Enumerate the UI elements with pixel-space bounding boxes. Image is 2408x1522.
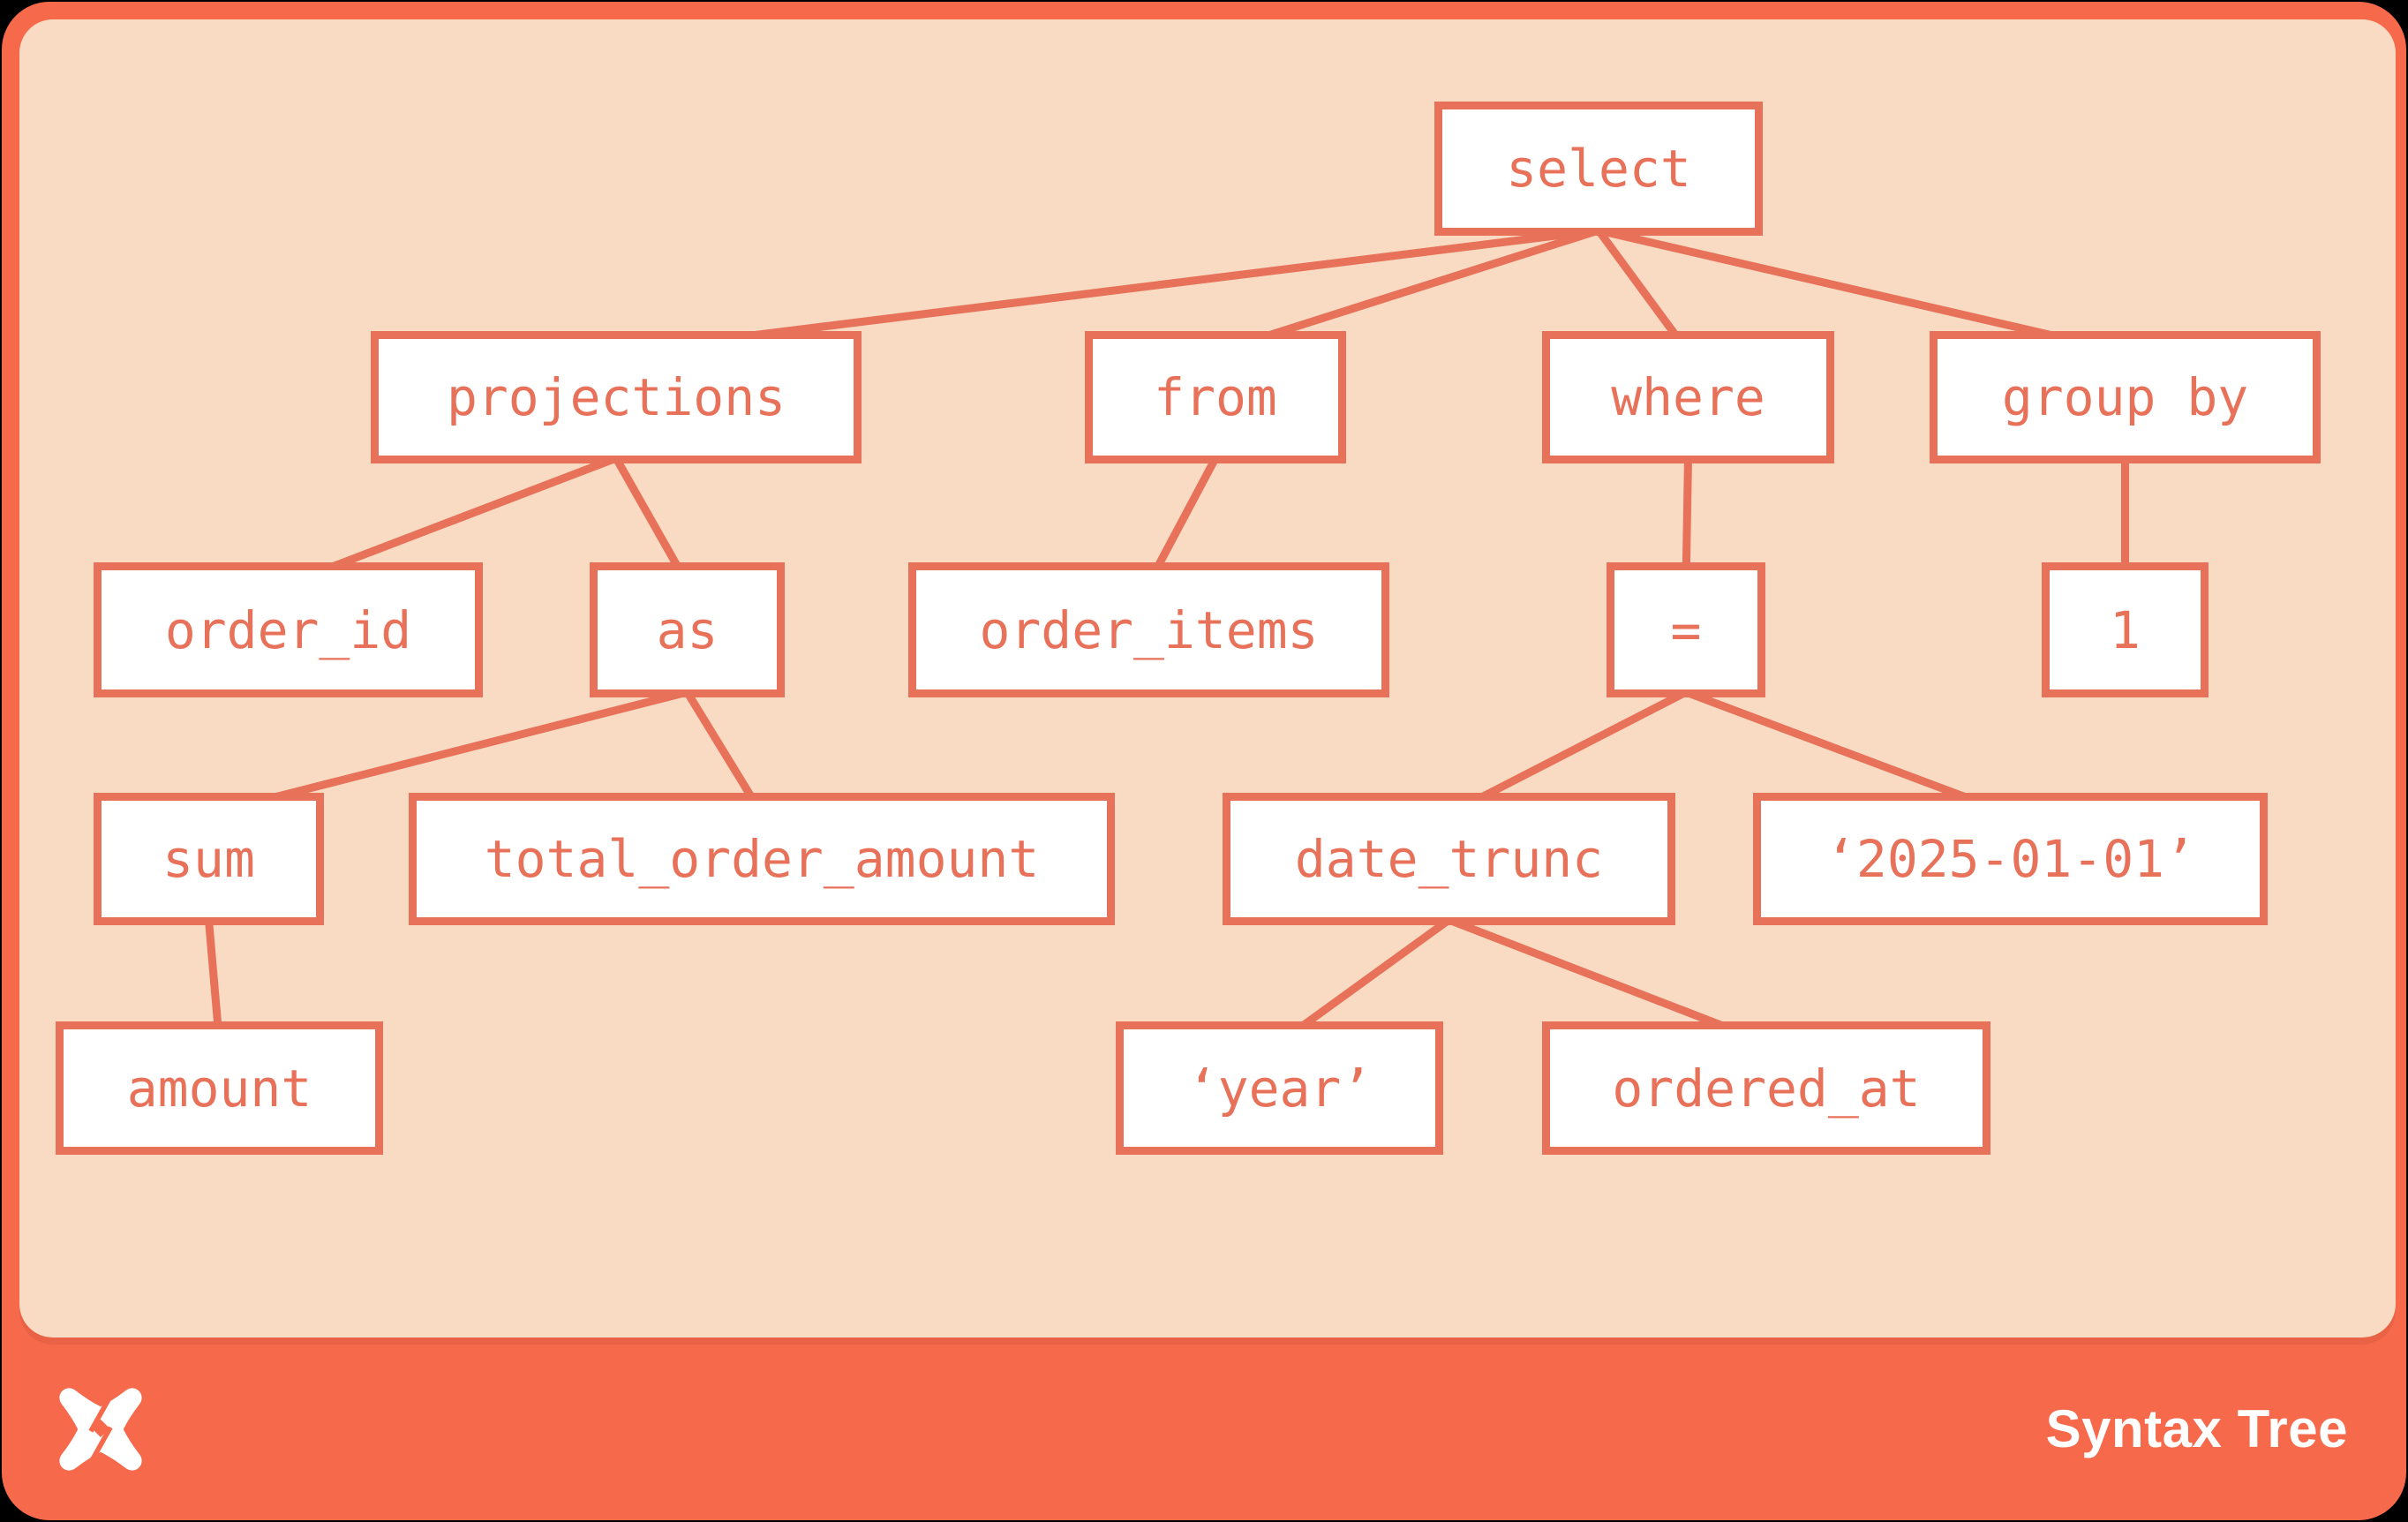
tree-node-one: 1 xyxy=(2042,562,2209,697)
tree-node-amount: amount xyxy=(56,1021,383,1155)
tree-node-date_literal: ‘2025-01-01’ xyxy=(1753,793,2268,925)
footer-bar: Syntax Tree xyxy=(2,1337,2406,1520)
tree-node-eq: = xyxy=(1607,562,1765,697)
tree-node-as: as xyxy=(590,562,785,697)
tree-node-order_id: order_id xyxy=(94,562,483,697)
tree-node-from: from xyxy=(1085,331,1346,463)
tree-node-where: where xyxy=(1542,331,1834,463)
tree-node-select: select xyxy=(1434,102,1763,236)
tree-node-projections: projections xyxy=(371,331,862,463)
tree-node-date_trunc: date_trunc xyxy=(1223,793,1675,925)
tree-node-year_literal: ‘year’ xyxy=(1116,1021,1443,1155)
dbt-logo-icon xyxy=(59,1387,142,1471)
brand-title: Syntax Tree xyxy=(2045,1399,2348,1458)
tree-node-order_items: order_items xyxy=(908,562,1389,697)
tree-node-group_by: group by xyxy=(1930,331,2321,463)
tree-node-total_order_amount: total_order_amount xyxy=(409,793,1115,925)
tree-node-ordered_at: ordered_at xyxy=(1542,1021,1990,1155)
tree-node-sum: sum xyxy=(94,793,324,925)
